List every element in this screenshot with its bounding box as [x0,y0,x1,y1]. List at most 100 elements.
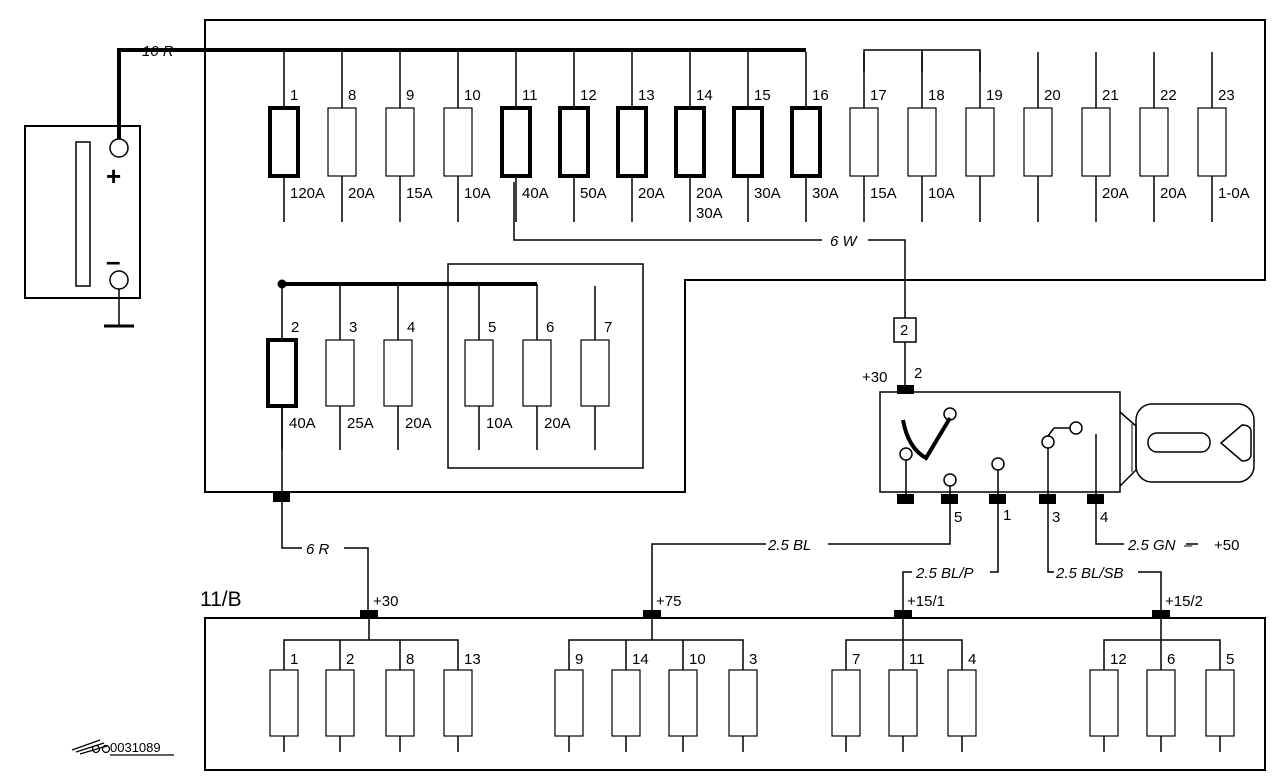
lower-box-label: 11/B [200,588,242,611]
wire-6w [513,182,906,318]
upper-fuse-23-rating: 1-0A [1218,185,1250,202]
lower-fuse-5-body [464,339,494,407]
footer-logo-icon [71,739,174,756]
box-fuse-1-9-number: 9 [575,651,583,668]
switch-pin-1: 1 [1003,507,1011,524]
main-fusebox-outline [204,19,1266,493]
lower-fuse-6-rating: 20A [544,415,571,432]
box-fuse-0-1-number: 1 [290,651,298,668]
box-fuse-2-11-number: 11 [909,651,925,668]
battery-minus-symbol: – [106,246,120,276]
wire-label-15-1: 2.5 BL/P [915,565,974,582]
lower-bus-15-1 [845,618,963,664]
box-fuse-3-12-number: 12 [1110,651,1127,668]
battery-plus-terminal [109,138,129,158]
upper-fuse-17-rating: 15A [870,185,897,202]
wire-15-1 [902,504,999,612]
box-fuse-0-13-body [443,669,473,737]
upper-fuse-17-body [849,107,879,177]
upper-fuse-12-rating: 50A [580,185,607,202]
box-fuse-0-2-body [325,669,355,737]
box-fuse-3-5-number: 5 [1226,651,1234,668]
upper-fuse-12-number: 12 [580,87,597,104]
upper-fuse-8-number: 8 [348,87,356,104]
upper-fuse-9-number: 9 [406,87,414,104]
box-fuse-0-13-number: 13 [464,651,481,668]
terminal-block-switch-4 [1087,494,1104,504]
upper-fuse-13-rating: 20A [638,185,665,202]
lower-bus-30 [283,618,459,664]
switch-pin-top: 2 [914,365,922,382]
terminal-block-switch-1 [989,494,1006,504]
box-fuse-1-9-body [554,669,584,737]
wire-6r [281,406,369,612]
box-fuse-0-1-body [269,669,299,737]
upper-fuse-16-body [790,106,822,178]
upper-fuse-22-body [1139,107,1169,177]
footer-reference: 0031089 [110,740,161,755]
upper-fuse-9-body [385,107,415,177]
lower-fuse-5-number: 5 [488,319,496,336]
lower-fuse-4-number: 4 [407,319,415,336]
switch-pin-5: 5 [954,509,962,526]
upper-fuse-20-body [1023,107,1053,177]
switch-contact-c [943,473,957,487]
box-fuse-1-14-number: 14 [632,651,649,668]
upper-fuse-11-rating: 40A [522,185,549,202]
wire-15-2 [1047,504,1162,612]
lower-terminal-label-3: +15/2 [1165,593,1203,610]
upper-fuse-19-body [965,107,995,177]
lower-fuse-6-body [522,339,552,407]
terminal-block-lower-15-1 [894,610,912,619]
upper-fuse-15-number: 15 [754,87,771,104]
upper-fuse-13-number: 13 [638,87,655,104]
key-head [1135,403,1255,483]
box-fuse-0-8-number: 8 [406,651,414,668]
lower-fuse-7-number: 7 [604,319,612,336]
upper-fuse-23-body [1197,107,1227,177]
upper-fuse-21-rating: 20A [1102,185,1129,202]
upper-fuse-1-number: 1 [290,87,298,104]
wire-label-50-dash: – [1184,537,1193,554]
box-fuse-2-11-body [888,669,918,737]
box-fuse-3-12-body [1089,669,1119,737]
lower-fuse-3-body [325,339,355,407]
ignition-switch-body [879,391,1121,493]
upper-fuse-16-rating: 30A [812,185,839,202]
switch-pin-4: 4 [1100,509,1108,526]
terminal-block-switch-5 [941,494,958,504]
key-shaft [1119,411,1137,487]
box-fuse-2-4-number: 4 [968,651,976,668]
upper-fuse-9-rating: 15A [406,185,433,202]
lower-terminal-label-0: +30 [373,593,398,610]
lower-fuse-7-body [580,339,610,407]
wire-50 [1095,504,1198,545]
switch-contact-d [991,457,1005,471]
wire-label-10r: 10 R [142,43,174,60]
terminal-block-lower-30 [360,610,378,619]
terminal-block-lower-75 [643,610,661,619]
upper-fuse-22-number: 22 [1160,87,1177,104]
lower-fuse-4-rating: 20A [405,415,432,432]
wire-label-6r: 6 R [306,541,330,558]
upper-fuse-22-rating: 20A [1160,185,1187,202]
terminal-block-lower-15-2 [1152,610,1170,619]
terminal-block-main-out [273,492,290,502]
upper-fuse-8-body [327,107,357,177]
box-fuse-2-7-number: 7 [852,651,860,668]
box-fuse-1-14-body [611,669,641,737]
lower-fusebox-outline [204,617,1266,771]
upper-fuse-11-number: 11 [522,87,538,104]
lower-fuse-3-rating: 25A [347,415,374,432]
upper-fuse-18-number: 18 [928,87,945,104]
terminal-block-switch-30 [897,385,914,394]
upper-fuse-10-number: 10 [464,87,481,104]
box-fuse-2-4-body [947,669,977,737]
upper-fuse-18-body [907,107,937,177]
lower-fuse-2-body [266,338,298,408]
upper-fuse-19-number: 19 [986,87,1003,104]
upper-fuse-21-body [1081,107,1111,177]
lower-bus-15-2 [1103,618,1221,664]
switch-link-e [1047,427,1055,437]
